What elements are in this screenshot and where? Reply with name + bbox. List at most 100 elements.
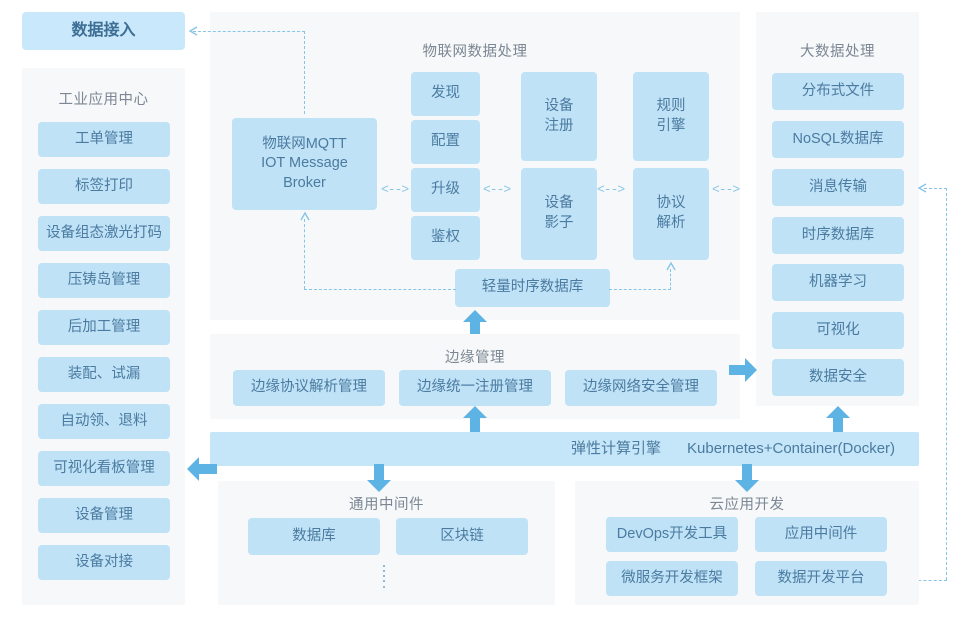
iot-protocol-parse-label: 协议 解析 — [656, 195, 686, 231]
iot-rule-engine-label: 规则 引擎 — [656, 97, 686, 134]
app-item-label: 设备组态激光打码 — [46, 224, 162, 241]
middleware-item-database[interactable]: 数据库 — [248, 518, 380, 555]
app-item-label: 工单管理 — [75, 130, 133, 147]
bigdata-item-nosql[interactable]: NoSQL数据库 — [772, 121, 904, 158]
app-item-device-management[interactable]: 设备管理 — [38, 498, 170, 533]
dashed-arrowhead-protocol — [666, 261, 676, 271]
bigdata-item-visualization[interactable]: 可视化 — [772, 312, 904, 349]
arrow-compute-to-edge — [463, 406, 487, 434]
app-item-work-order[interactable]: 工单管理 — [38, 122, 170, 157]
bigdata-item-label: 机器学习 — [809, 273, 867, 290]
cloud-item-app-middleware[interactable]: 应用中间件 — [755, 517, 887, 552]
iot-light-tsdb-label: 轻量时序数据库 — [481, 279, 584, 296]
edge-item-label: 边缘统一注册管理 — [417, 379, 533, 396]
dashed-tsdb-to-protocol — [609, 289, 671, 290]
arrow-edge-to-bigdata — [729, 358, 757, 382]
iot-stack-label: 配置 — [431, 133, 460, 150]
middleware-item-label: 区块链 — [440, 527, 484, 544]
arrow-compute-to-bigdata — [826, 406, 850, 434]
bigdata-item-messaging[interactable]: 消息传输 — [772, 169, 904, 206]
iot-discover-box[interactable]: 发现 — [411, 72, 480, 116]
bigdata-item-label: 时序数据库 — [801, 226, 875, 243]
app-item-post-processing[interactable]: 后加工管理 — [38, 310, 170, 345]
iot-upgrade-box[interactable]: 升级 — [411, 168, 480, 212]
elastic-compute-engine-bar[interactable]: 弹性计算引擎 Kubernetes+Container(Docker) — [210, 432, 919, 466]
app-item-label: 可视化看板管理 — [53, 459, 155, 476]
cloud-app-dev-title: 云应用开发 — [709, 497, 785, 513]
common-middleware-title: 通用中间件 — [349, 497, 424, 513]
iot-protocol-parse-box[interactable]: 协议 解析 — [633, 168, 709, 260]
app-item-visual-dashboard[interactable]: 可视化看板管理 — [38, 451, 170, 486]
bigdata-item-label: 数据安全 — [809, 368, 867, 385]
bigdata-item-machine-learning[interactable]: 机器学习 — [772, 264, 904, 301]
connector-stack-to-device: <--> — [483, 182, 511, 197]
app-item-laser-marking[interactable]: 设备组态激光打码 — [38, 216, 170, 251]
dashed-protocol-up — [670, 269, 671, 290]
dashed-arrowhead-data-access — [188, 26, 198, 36]
edge-management-title: 边缘管理 — [445, 350, 505, 366]
iot-device-shadow-label: 设备 影子 — [544, 195, 574, 231]
middleware-item-blockchain[interactable]: 区块链 — [396, 518, 528, 555]
app-item-label: 标签打印 — [75, 177, 133, 194]
bigdata-item-label: 分布式文件 — [801, 82, 875, 99]
bigdata-item-distributed-file[interactable]: 分布式文件 — [772, 73, 904, 110]
iot-config-box[interactable]: 配置 — [411, 120, 480, 164]
cloud-item-label: 数据开发平台 — [777, 569, 865, 586]
dashed-broker-up — [304, 31, 305, 114]
app-item-label: 设备管理 — [75, 506, 133, 523]
app-item-label: 装配、试漏 — [67, 365, 141, 382]
elastic-compute-label-en: Kubernetes+Container(Docker) — [687, 439, 896, 457]
iot-light-tsdb-box[interactable]: 轻量时序数据库 — [455, 269, 610, 307]
edge-item-unified-register-mgmt[interactable]: 边缘统一注册管理 — [399, 370, 551, 406]
app-item-device-docking[interactable]: 设备对接 — [38, 545, 170, 580]
industrial-app-center-title: 工业应用中心 — [58, 92, 149, 108]
bigdata-item-label: 消息传输 — [809, 178, 867, 195]
app-item-label-print[interactable]: 标签打印 — [38, 169, 170, 204]
app-item-die-casting[interactable]: 压铸岛管理 — [38, 263, 170, 298]
app-item-label: 后加工管理 — [67, 318, 141, 335]
connector-device-to-protocol: <--> — [597, 182, 625, 197]
iot-stack-label: 发现 — [431, 85, 460, 102]
cloud-item-devops-tools[interactable]: DevOps开发工具 — [606, 517, 738, 552]
elastic-compute-label-cn: 弹性计算引擎 — [571, 439, 662, 457]
dashed-arrowhead-broker-bottom — [300, 211, 310, 221]
cloud-item-microservice-framework[interactable]: 微服务开发框架 — [606, 561, 738, 596]
app-item-label: 自动领、退料 — [60, 412, 148, 429]
iot-rule-engine-box[interactable]: 规则 引擎 — [633, 72, 709, 161]
middleware-more-indicator — [382, 563, 386, 589]
iot-stack-label: 鉴权 — [431, 229, 460, 246]
dashed-to-data-access — [193, 31, 305, 32]
iot-device-register-label: 设备 注册 — [544, 97, 574, 134]
cloud-item-data-dev-platform[interactable]: 数据开发平台 — [755, 561, 887, 596]
big-data-processing-title: 大数据处理 — [800, 44, 875, 60]
iot-mqtt-broker-label: 物联网MQTT IOT Message Broker — [261, 135, 348, 191]
edge-item-network-security-mgmt[interactable]: 边缘网络安全管理 — [565, 370, 717, 406]
iot-mqtt-broker-box[interactable]: 物联网MQTT IOT Message Broker — [232, 118, 377, 210]
bigdata-item-label: NoSQL数据库 — [792, 130, 884, 147]
app-item-assembly-leak-test[interactable]: 装配、试漏 — [38, 357, 170, 392]
iot-device-register-box[interactable]: 设备 注册 — [521, 72, 597, 161]
cloud-item-label: 应用中间件 — [784, 525, 858, 542]
edge-item-protocol-parse-mgmt[interactable]: 边缘协议解析管理 — [233, 370, 385, 406]
bigdata-item-label: 可视化 — [816, 321, 860, 338]
middleware-item-label: 数据库 — [292, 527, 336, 544]
dashed-broker-bottom-up — [304, 219, 305, 289]
iot-stack-label: 升级 — [431, 181, 460, 198]
arrow-compute-to-cloud-dev — [735, 464, 759, 492]
dashed-datadev-top — [924, 188, 947, 189]
app-item-label: 设备对接 — [75, 553, 133, 570]
arrow-compute-to-middleware — [367, 464, 391, 492]
dashed-tsdb-to-broker — [304, 289, 456, 290]
iot-data-processing-title: 物联网数据处理 — [422, 44, 528, 60]
data-access-label: 数据接入 — [71, 22, 136, 40]
bigdata-item-tsdb[interactable]: 时序数据库 — [772, 217, 904, 254]
dashed-datadev-vertical — [946, 188, 947, 580]
data-access-header[interactable]: 数据接入 — [22, 12, 185, 50]
connector-protocol-to-bigdata: <--> — [712, 182, 740, 197]
iot-auth-box[interactable]: 鉴权 — [411, 216, 480, 260]
connector-broker-to-stack: <--> — [381, 182, 409, 197]
iot-device-shadow-box[interactable]: 设备 影子 — [521, 168, 597, 260]
app-item-auto-material[interactable]: 自动领、退料 — [38, 404, 170, 439]
app-item-label: 压铸岛管理 — [67, 271, 141, 288]
bigdata-item-data-security[interactable]: 数据安全 — [772, 359, 904, 396]
